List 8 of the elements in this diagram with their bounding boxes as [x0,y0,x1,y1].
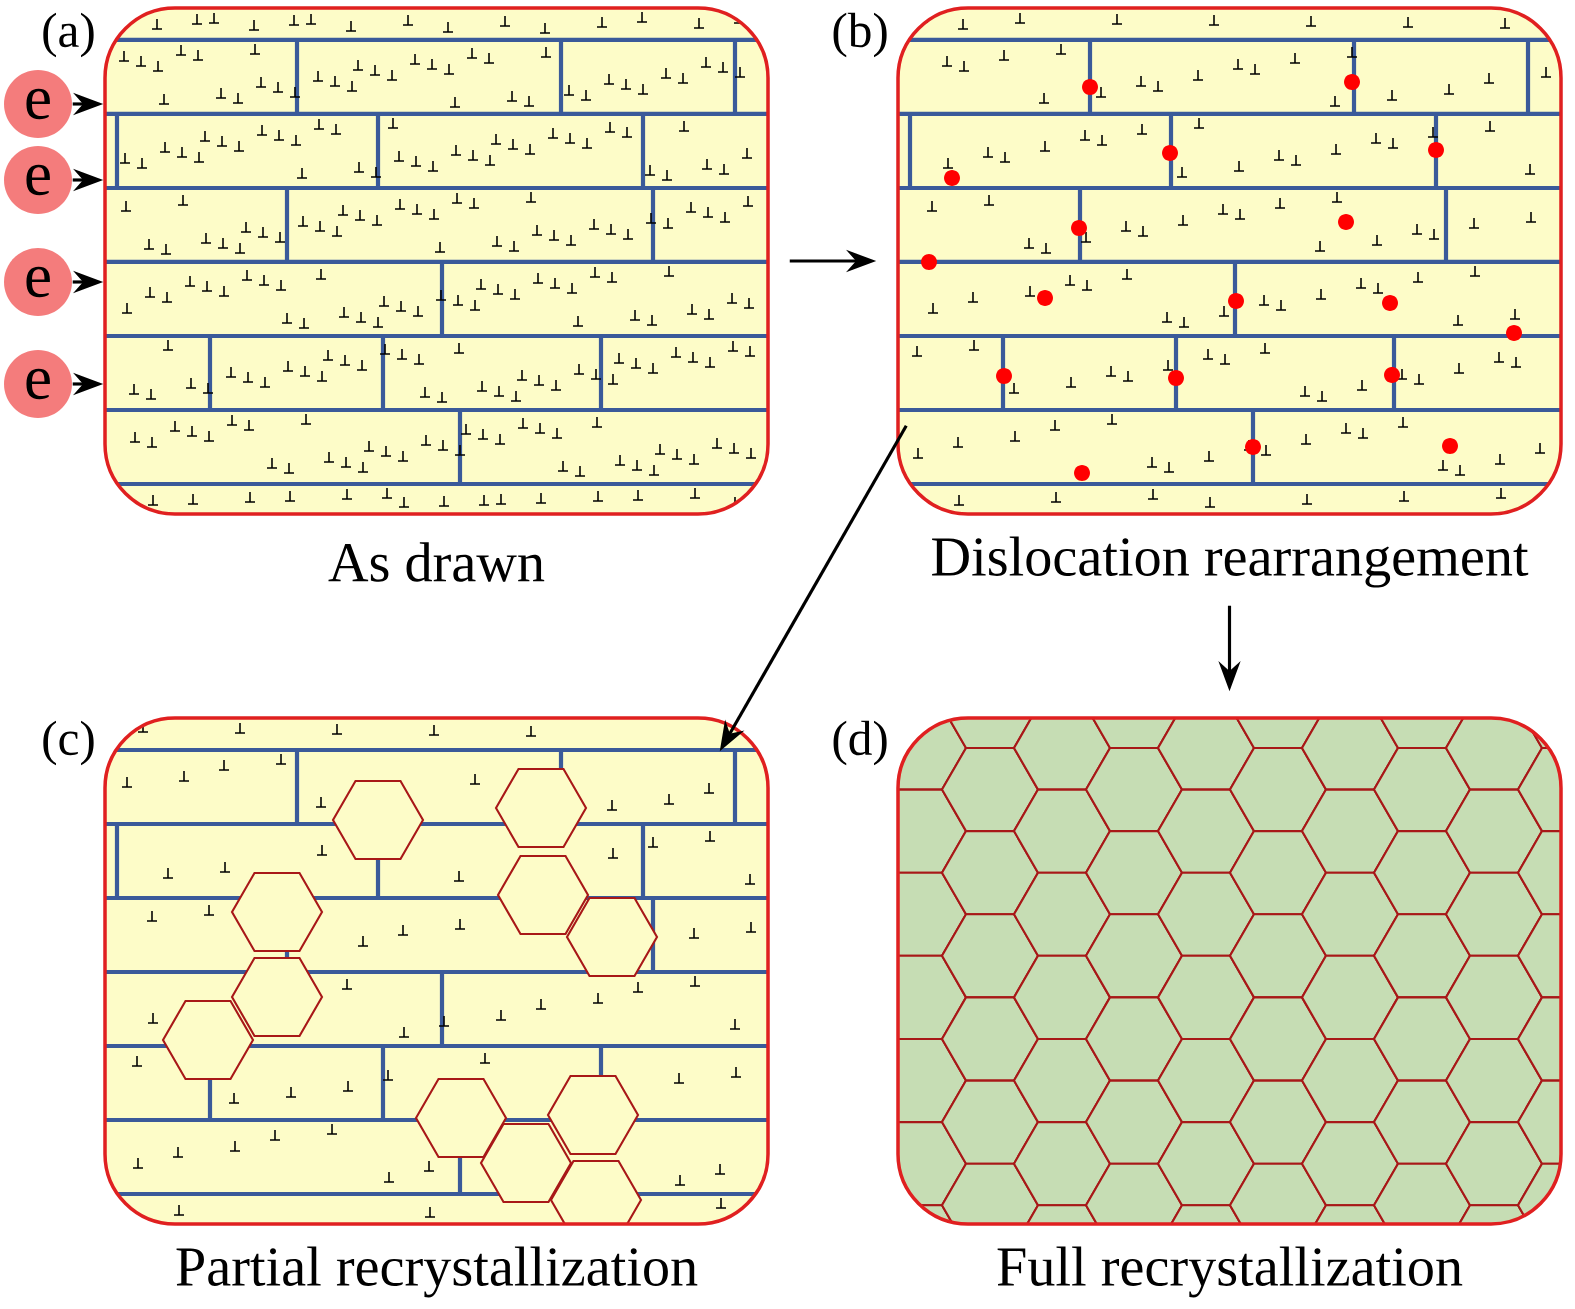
node-label: Partial recrystallization [176,1246,698,1298]
panel-label: (a) [43,12,94,58]
node-label: As drawn [328,542,545,582]
panel-label: (c) [43,720,94,766]
node-label: Dislocation rearrangement [932,536,1529,588]
panel-label: (b) [833,12,887,58]
panel-label: (d) [833,720,887,766]
node-label: Full recrystallization [997,1246,1463,1298]
